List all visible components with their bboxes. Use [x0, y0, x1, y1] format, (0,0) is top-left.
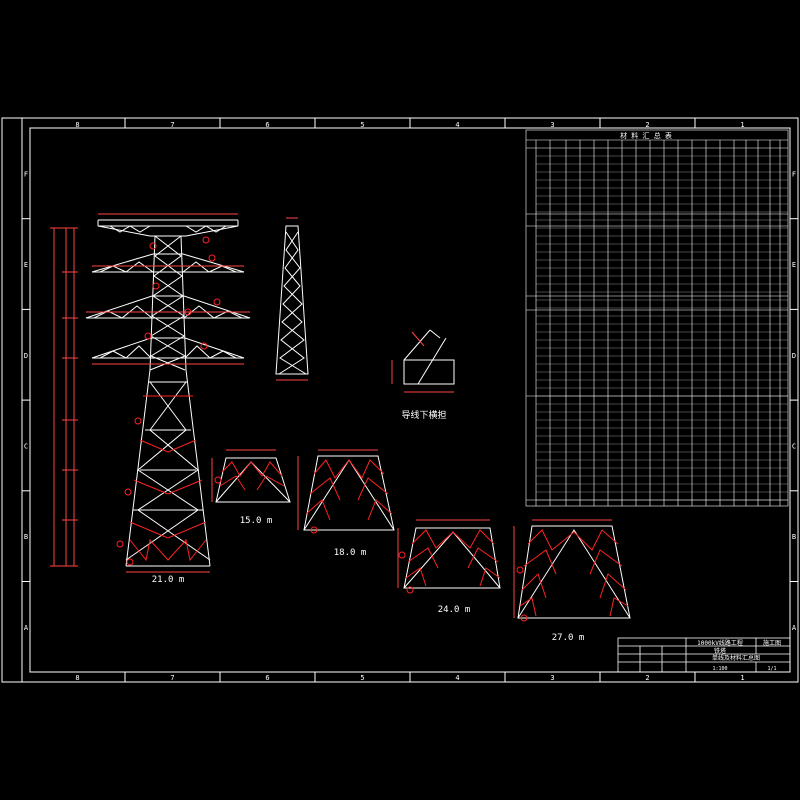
grid-column-label: 1 — [740, 121, 744, 129]
leg-section-24m — [397, 519, 501, 594]
leg-label-15m: 15.0 m — [240, 516, 273, 526]
title-sheet: 1/1 — [767, 666, 776, 672]
crossarm-detail — [391, 329, 455, 393]
grid-column-label: 8 — [75, 674, 79, 682]
detail-caption: 导线下横担 — [401, 409, 446, 421]
grid-column-label: 5 — [360, 674, 364, 682]
grid-row-label: D — [24, 352, 28, 360]
grid-column-label: 2 — [645, 121, 649, 129]
leg-section-15m — [211, 449, 291, 503]
grid-row-label: E — [24, 261, 28, 269]
leg-label-27m: 27.0 m — [552, 633, 585, 643]
grid-row-label: C — [792, 442, 796, 450]
grid-column-label: 4 — [455, 121, 459, 129]
grid-row-label: D — [792, 352, 796, 360]
grid-row-label: A — [24, 624, 29, 632]
title-stage: 施工图 — [763, 639, 781, 647]
grid-row-label: A — [792, 624, 797, 632]
title-drawing-no: 1:100 — [712, 666, 727, 672]
grid-column-label: 3 — [550, 121, 554, 129]
material-summary-table — [525, 129, 789, 507]
grid-column-label: 4 — [455, 674, 459, 682]
tower-base-label: 21.0 m — [152, 575, 185, 585]
main-tower-elevation — [50, 213, 251, 573]
grid-column-label: 7 — [170, 121, 174, 129]
grid-column-label: 1 — [740, 674, 744, 682]
title-block — [617, 637, 791, 673]
grid-row-label: F — [24, 170, 28, 178]
grid-column-label: 2 — [645, 674, 649, 682]
tower-side-view — [275, 217, 309, 381]
leg-section-18m — [297, 449, 395, 534]
grid-row-label: B — [792, 533, 796, 541]
grid-row-label: F — [792, 170, 796, 178]
grid-reference-ticks — [22, 118, 798, 682]
grid-row-label: B — [24, 533, 28, 541]
grid-column-label: 5 — [360, 121, 364, 129]
grid-column-label: 8 — [75, 121, 79, 129]
grid-row-label: C — [24, 442, 28, 450]
leg-label-24m: 24.0 m — [438, 605, 471, 615]
grid-column-label: 3 — [550, 674, 554, 682]
grid-column-label: 7 — [170, 674, 174, 682]
leg-label-18m: 18.0 m — [334, 548, 367, 558]
grid-column-label: 6 — [265, 674, 269, 682]
table-title: 材 料 汇 总 表 — [620, 131, 672, 140]
title-project: 1000kV线路工程 — [697, 639, 743, 647]
title-drawing-title: 单线及材料汇总图 — [712, 654, 760, 662]
title-tower-name: 铁塔 — [714, 647, 726, 655]
grid-column-label: 6 — [265, 121, 269, 129]
grid-row-label: E — [792, 261, 796, 269]
leg-section-27m — [513, 519, 631, 622]
